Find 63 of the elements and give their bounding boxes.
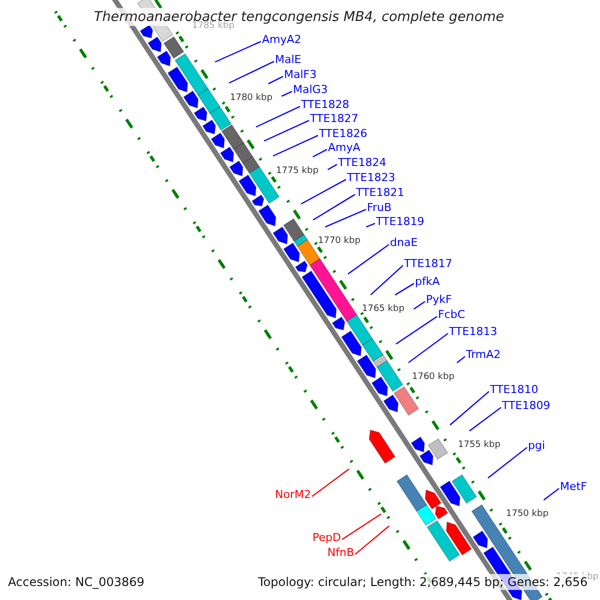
gene-label: FcbC (438, 308, 466, 321)
leader-line (300, 178, 346, 205)
gene-label: TTE1810 (490, 383, 538, 396)
gene-label: dnaE (390, 236, 418, 249)
scale-label: 1755 kbp (458, 440, 500, 450)
leader-line (327, 164, 338, 170)
scale-label: 1780 kbp (230, 93, 272, 103)
gene-label: pfkA (415, 275, 440, 288)
gene-label: PykF (426, 293, 452, 306)
scale-label: 1770 kbp (318, 236, 360, 246)
leader-line (488, 446, 528, 478)
leader-line (264, 120, 310, 142)
leader-line (342, 514, 382, 540)
scale-label: 1765 kbp (362, 304, 404, 314)
leader-line (312, 194, 356, 221)
gene-label: TTE1809 (502, 399, 550, 412)
gene-label: TTE1827 (310, 112, 358, 125)
leader-line (396, 316, 438, 344)
accession-text: Accession: NC_003869 (8, 574, 144, 590)
gene-label: TrmA2 (466, 348, 501, 361)
leader-line (312, 468, 350, 497)
leader-line (394, 282, 414, 296)
gene-label: TTE1821 (356, 186, 404, 199)
leader-line (370, 265, 404, 296)
gene-label: TTE1824 (338, 156, 386, 169)
leader-line (324, 208, 366, 228)
scale-label: 1750 kbp (506, 509, 548, 519)
leader-line (256, 106, 300, 128)
leader-line (268, 76, 284, 84)
leader-line (469, 406, 502, 432)
leader-line (413, 300, 426, 310)
leader-line (450, 391, 490, 426)
leader-line (214, 40, 262, 63)
leader-line (312, 148, 328, 158)
gene-label: MalG3 (293, 83, 328, 96)
leader-line (281, 90, 292, 97)
gene-label: MetF (560, 480, 587, 493)
gene-label: AmyA2 (262, 33, 302, 46)
leader-line (408, 332, 448, 364)
gene-label: TTE1819 (376, 215, 424, 228)
scale-label: 1760 kbp (412, 372, 454, 382)
gene-label: TTE1813 (449, 325, 498, 338)
leader-line (543, 488, 560, 500)
leader-line (348, 244, 390, 274)
scale-label: 1785 kbp (192, 21, 234, 31)
leader-line (354, 526, 390, 555)
gene-label: MalE (275, 53, 302, 66)
gene-label: TTE1817 (404, 257, 452, 270)
leader-line (228, 60, 274, 84)
leader-line (272, 134, 318, 157)
gene-label: MalF3 (284, 68, 317, 81)
leader-line (366, 222, 376, 228)
gene-label: TTE1828 (301, 98, 350, 111)
gene-label: TTE1826 (319, 127, 368, 140)
scale-label: 1775 kbp (276, 166, 318, 176)
gene-label: NfnB (327, 546, 354, 559)
leader-line (456, 356, 466, 364)
gene-label: AmyA (328, 141, 360, 154)
gene-label: FruB (367, 201, 392, 214)
gene-label: pgi (528, 439, 546, 452)
gene-label: TTE1823 (347, 171, 396, 184)
gene-label: NorM2 (275, 488, 311, 501)
gene-label: PepD (312, 531, 341, 544)
